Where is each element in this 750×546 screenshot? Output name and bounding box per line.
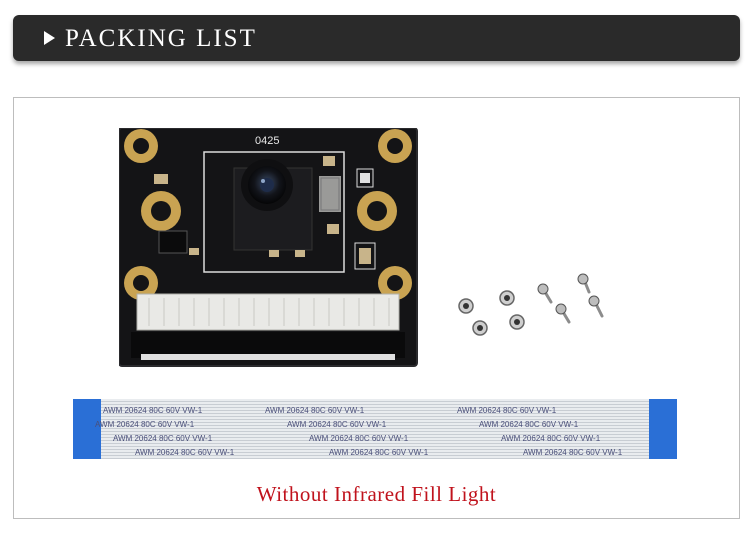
cable-print: AWM 20624 80C 60V VW-1 <box>457 406 557 415</box>
cable-print: AWM 20624 80C 60V VW-1 <box>95 420 195 429</box>
section-header: PACKING LIST <box>13 15 740 61</box>
board-label: 0425 <box>255 135 279 147</box>
product-caption: Without Infrared Fill Light <box>256 482 497 506</box>
cable-print: AWM 20624 80C 60V VW-1 <box>309 434 409 443</box>
ribbon-cable-image: AWM 20624 80C 60V VW-1 AWM 20624 80C 60V… <box>73 399 677 459</box>
screws-nuts-image <box>458 273 604 336</box>
cable-print: AWM 20624 80C 60V VW-1 <box>329 448 429 457</box>
play-arrow-icon <box>44 31 55 45</box>
camera-board-image: 0425 <box>119 128 418 367</box>
cable-print: AWM 20624 80C 60V VW-1 <box>287 420 387 429</box>
cable-print: AWM 20624 80C 60V VW-1 <box>113 434 213 443</box>
cable-print: AWM 20624 80C 60V VW-1 <box>523 448 623 457</box>
cable-print: AWM 20624 80C 60V VW-1 <box>479 420 579 429</box>
packing-list-panel: 0425 <box>13 97 740 519</box>
cable-print: AWM 20624 80C 60V VW-1 <box>103 406 203 415</box>
section-title: PACKING LIST <box>65 24 257 52</box>
cable-print: AWM 20624 80C 60V VW-1 <box>501 434 601 443</box>
cable-print: AWM 20624 80C 60V VW-1 <box>265 406 365 415</box>
cable-print: AWM 20624 80C 60V VW-1 <box>135 448 235 457</box>
